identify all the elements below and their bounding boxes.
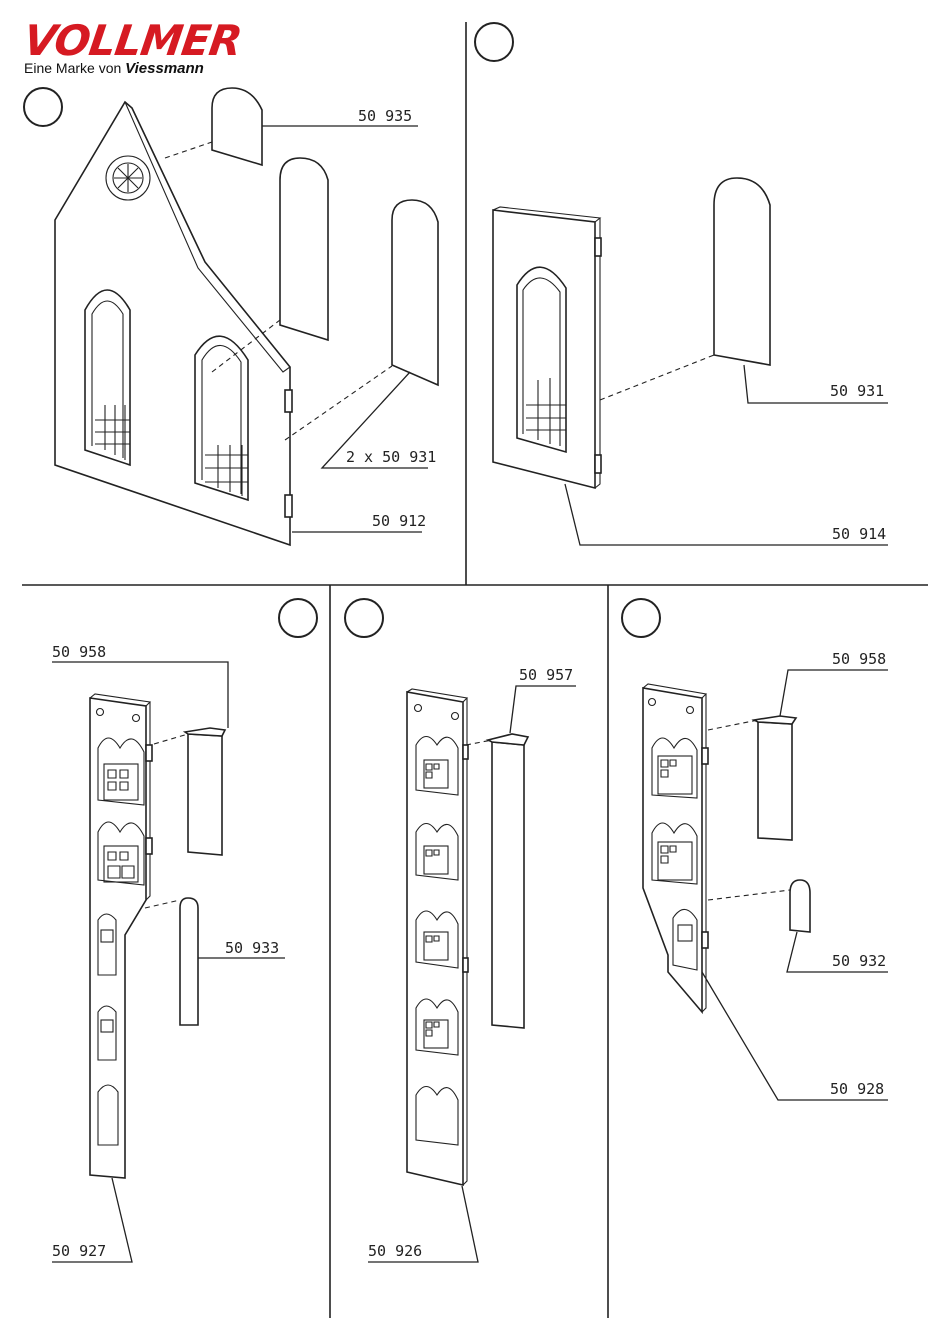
step-circle-3 <box>279 599 317 637</box>
label-50912: 50 912 <box>372 512 426 530</box>
label-50957: 50 957 <box>519 666 573 684</box>
label-50928: 50 928 <box>830 1080 884 1098</box>
label-50931: 50 931 <box>830 382 884 400</box>
label-50935: 50 935 <box>358 107 412 125</box>
label-50958-b: 50 958 <box>832 650 886 668</box>
panel-3: 50 958 50 933 50 927 <box>52 643 285 1262</box>
label-50926: 50 926 <box>368 1242 422 1260</box>
arched-strip-50933 <box>180 898 198 1025</box>
step-circle-5 <box>622 599 660 637</box>
step-circle-2 <box>475 23 513 61</box>
panel-4: 50 957 50 926 <box>368 666 576 1262</box>
tower-panel-50926 <box>407 689 468 1185</box>
cap-strip-50958 <box>185 728 225 855</box>
panel-5: 50 958 50 932 50 928 <box>643 650 888 1100</box>
arched-window-50931-c <box>714 178 770 365</box>
label-50927: 50 927 <box>52 1242 106 1260</box>
label-50958: 50 958 <box>52 643 106 661</box>
arched-window-50931-b <box>392 200 438 385</box>
label-50932: 50 932 <box>832 952 886 970</box>
arched-window-50931-a <box>280 158 328 340</box>
label-2x50931: 2 x 50 931 <box>346 448 436 466</box>
cap-strip-50958-b <box>754 716 796 840</box>
step-circle-4 <box>345 599 383 637</box>
label-50914: 50 914 <box>832 525 886 543</box>
small-arched-block-50932 <box>790 880 810 932</box>
panel-2: 50 931 50 914 <box>493 178 888 545</box>
gable-wall-50912 <box>55 102 292 545</box>
long-strip-50957 <box>488 734 528 1028</box>
label-50933: 50 933 <box>225 939 279 957</box>
wall-panel-50914 <box>493 207 601 488</box>
tower-panel-50927 <box>90 694 152 1178</box>
arched-window-50935 <box>212 88 262 165</box>
panel-1: 50 935 2 x 50 931 50 912 <box>55 88 438 545</box>
tower-panel-50928 <box>643 684 708 1012</box>
step-circle-1 <box>24 88 62 126</box>
